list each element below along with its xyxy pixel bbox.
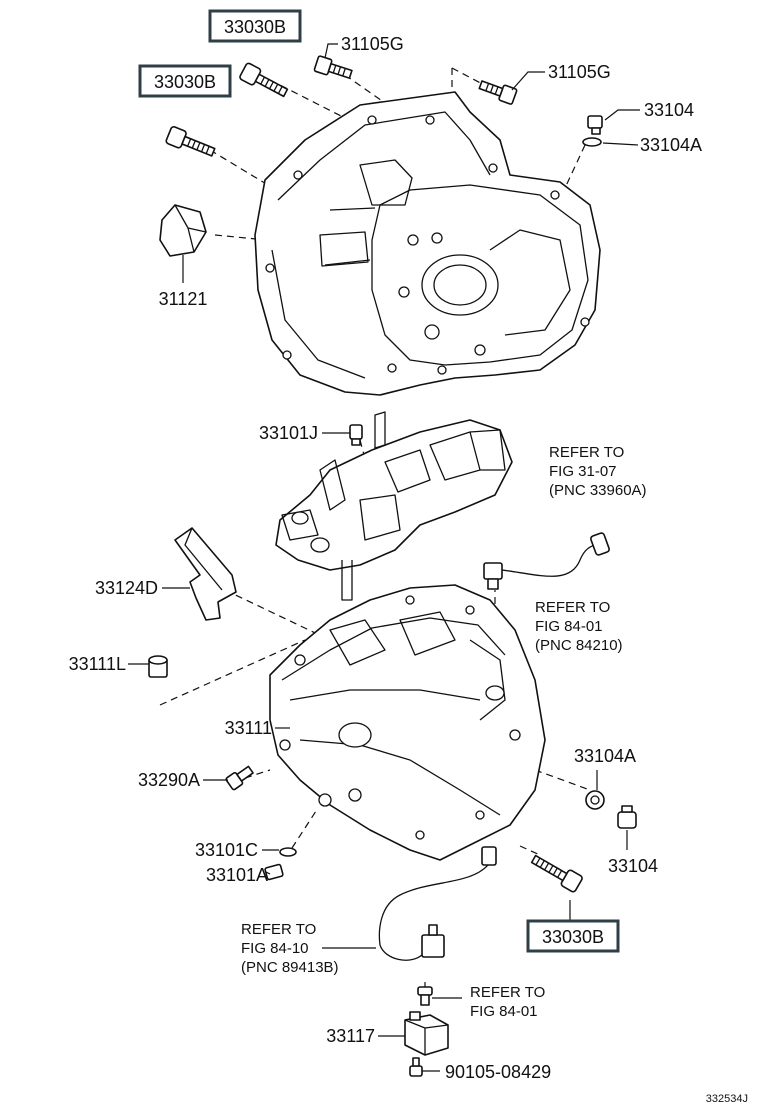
label-33030b-top[interactable]: 33030B bbox=[224, 17, 286, 37]
plug-33101j[interactable] bbox=[349, 424, 363, 446]
refer-note-89413b[interactable]: REFER TO FIG 84-10 (PNC 89413B) bbox=[241, 921, 339, 976]
plug-33104-lower[interactable] bbox=[617, 805, 637, 829]
highlight-box-b1 bbox=[208, 9, 302, 43]
refer-line: FIG 84-10 bbox=[241, 940, 309, 957]
refer-line: (PNC 33960A) bbox=[549, 482, 647, 499]
label-33104-lower[interactable]: 33104 bbox=[608, 856, 658, 876]
refer-line: REFER TO bbox=[470, 984, 545, 1001]
highlight-box-b2 bbox=[138, 64, 232, 98]
refer-line: REFER TO bbox=[549, 444, 624, 461]
bracket-33124d[interactable] bbox=[174, 527, 237, 621]
gasket-33104a-lower[interactable] bbox=[585, 790, 605, 810]
label-33111[interactable]: 33111 bbox=[225, 718, 272, 738]
figure-code: 332534J bbox=[706, 1093, 748, 1105]
refer-line: FIG 84-01 bbox=[535, 618, 603, 635]
plug-33104-top[interactable] bbox=[587, 115, 603, 135]
plug-33101a[interactable] bbox=[264, 863, 284, 881]
label-33104a-lower[interactable]: 33104A bbox=[574, 746, 636, 766]
label-33030b-second[interactable]: 33030B bbox=[154, 72, 216, 92]
label-33117[interactable]: 33117 bbox=[326, 1026, 375, 1046]
label-33101c[interactable]: 33101C bbox=[195, 840, 258, 860]
highlight-boxes bbox=[138, 9, 620, 953]
label-90105-08429[interactable]: 90105-08429 bbox=[445, 1062, 551, 1082]
refer-line: REFER TO bbox=[535, 599, 610, 616]
part-labels: 33030B 33030B 31105G 31105G 33104 33104A… bbox=[69, 17, 702, 1082]
refer-line: (PNC 84210) bbox=[535, 637, 623, 654]
bolt-refer-84-01[interactable] bbox=[417, 986, 433, 1006]
label-33101j[interactable]: 33101J bbox=[259, 423, 318, 443]
sensor-33117[interactable] bbox=[404, 1011, 449, 1056]
refer-line: FIG 31-07 bbox=[549, 463, 617, 480]
refer-note-84-01[interactable]: REFER TO FIG 84-01 bbox=[470, 984, 545, 1020]
shift-control-assembly[interactable] bbox=[275, 411, 513, 601]
bolt-33290a[interactable] bbox=[225, 764, 254, 791]
label-31121[interactable]: 31121 bbox=[159, 289, 208, 309]
breather-31121[interactable] bbox=[159, 204, 207, 257]
gasket-33101c[interactable] bbox=[279, 847, 297, 857]
transaxle-case-lower[interactable] bbox=[269, 584, 546, 861]
refer-line: (PNC 89413B) bbox=[241, 959, 339, 976]
bolt-31105g-right[interactable] bbox=[478, 77, 518, 105]
bolt-90105-08429[interactable] bbox=[409, 1057, 423, 1077]
highlight-box-b3 bbox=[526, 919, 620, 953]
refer-line: FIG 84-01 bbox=[470, 1003, 538, 1020]
label-33104-top[interactable]: 33104 bbox=[644, 100, 694, 120]
bolt-31105g-left[interactable] bbox=[313, 55, 353, 82]
speed-sensor-harness-lower[interactable] bbox=[378, 846, 497, 961]
label-33101a[interactable]: 33101A bbox=[206, 865, 268, 885]
transaxle-housing-upper[interactable] bbox=[254, 91, 601, 396]
label-33124d[interactable]: 33124D bbox=[95, 578, 158, 598]
bolt-33030b-upper[interactable] bbox=[239, 62, 290, 100]
label-33111l[interactable]: 33111L bbox=[69, 654, 126, 674]
label-33104a-top[interactable]: 33104A bbox=[640, 135, 702, 155]
leader-lines bbox=[128, 43, 640, 1072]
label-31105g-left[interactable]: 31105G bbox=[341, 34, 404, 54]
refer-line: REFER TO bbox=[241, 921, 316, 938]
label-33290a[interactable]: 33290A bbox=[138, 770, 200, 790]
refer-note-33960a[interactable]: REFER TO FIG 31-07 (PNC 33960A) bbox=[549, 444, 647, 499]
label-33030b-lower[interactable]: 33030B bbox=[542, 927, 604, 947]
label-31105g-right[interactable]: 31105G bbox=[548, 62, 611, 82]
bolt-33030b-lower[interactable] bbox=[529, 851, 583, 893]
refer-note-84210[interactable]: REFER TO FIG 84-01 (PNC 84210) bbox=[535, 599, 623, 654]
speed-sensor-harness-upper[interactable] bbox=[483, 532, 610, 590]
gasket-33104a-top[interactable] bbox=[582, 137, 602, 147]
dowel-33111l[interactable] bbox=[148, 655, 168, 678]
bolt-33030b-second[interactable] bbox=[165, 126, 216, 161]
